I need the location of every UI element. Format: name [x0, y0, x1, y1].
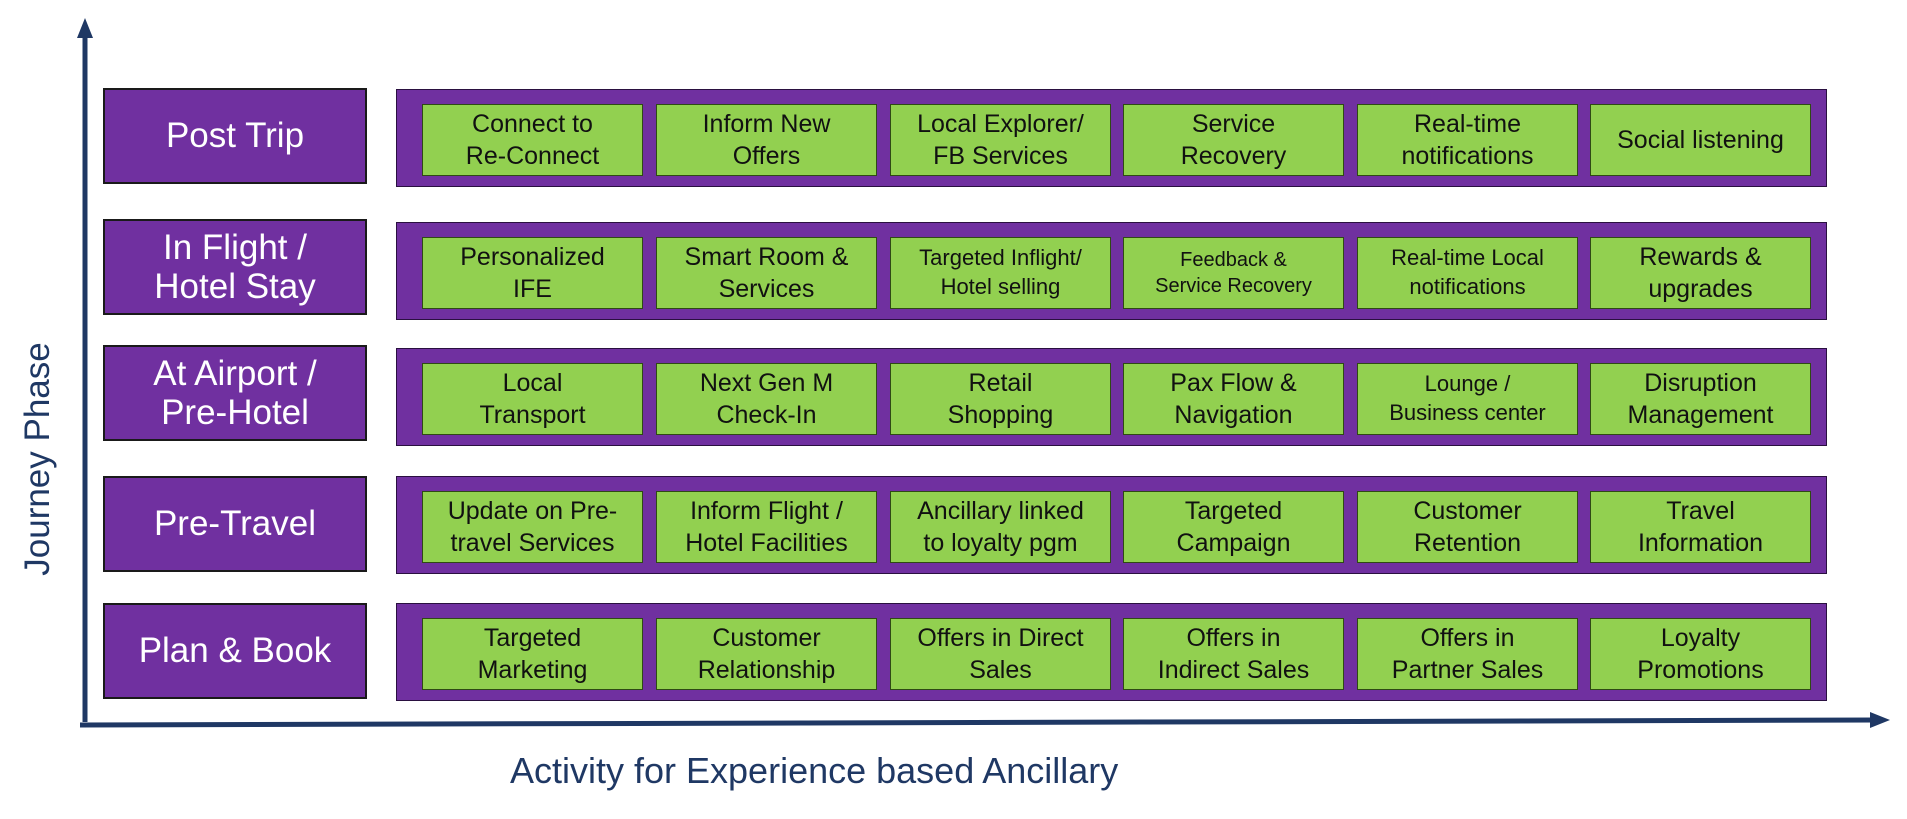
- phase-label: Post Trip: [103, 88, 367, 184]
- activity-box: Offers in Indirect Sales: [1123, 618, 1344, 690]
- activity-box: Lounge / Business center: [1357, 363, 1578, 435]
- activity-box: Loyalty Promotions: [1590, 618, 1811, 690]
- activity-box: Rewards & upgrades: [1590, 237, 1811, 309]
- x-axis-label: Activity for Experience based Ancillary: [510, 750, 1119, 791]
- phase-label: Plan & Book: [103, 603, 367, 699]
- activity-box: Targeted Campaign: [1123, 491, 1344, 563]
- activity-box: Real-time notifications: [1357, 104, 1578, 176]
- y-axis-label: Journey Phase: [18, 342, 57, 576]
- x-axis-arrowhead: [1870, 712, 1890, 728]
- phase-label: In Flight / Hotel Stay: [103, 219, 367, 315]
- activity-box: Social listening: [1590, 104, 1811, 176]
- activity-box: Inform New Offers: [656, 104, 877, 176]
- activity-box: Customer Relationship: [656, 618, 877, 690]
- activity-box: Targeted Inflight/ Hotel selling: [890, 237, 1111, 309]
- activity-box: Offers in Partner Sales: [1357, 618, 1578, 690]
- activity-box: Customer Retention: [1357, 491, 1578, 563]
- activity-box: Travel Information: [1590, 491, 1811, 563]
- activity-box: Local Transport: [422, 363, 643, 435]
- activity-box: Update on Pre- travel Services: [422, 491, 643, 563]
- activity-box: Disruption Management: [1590, 363, 1811, 435]
- phase-label: Pre-Travel: [103, 476, 367, 572]
- activity-box: Targeted Marketing: [422, 618, 643, 690]
- activity-box: Connect to Re-Connect: [422, 104, 643, 176]
- activity-box: Next Gen M Check-In: [656, 363, 877, 435]
- activity-box: Local Explorer/ FB Services: [890, 104, 1111, 176]
- y-axis-arrowhead: [77, 18, 93, 38]
- activity-box: Inform Flight / Hotel Facilities: [656, 491, 877, 563]
- activity-box: Ancillary linked to loyalty pgm: [890, 491, 1111, 563]
- x-axis-line: [79, 717, 1879, 728]
- activity-box: Real-time Local notifications: [1357, 237, 1578, 309]
- activity-box: Feedback & Service Recovery: [1123, 237, 1344, 309]
- activity-box: Offers in Direct Sales: [890, 618, 1111, 690]
- activity-box: Smart Room & Services: [656, 237, 877, 309]
- activity-box: Service Recovery: [1123, 104, 1344, 176]
- phase-label: At Airport / Pre-Hotel: [103, 345, 367, 441]
- activity-box: Personalized IFE: [422, 237, 643, 309]
- activity-box: Pax Flow & Navigation: [1123, 363, 1344, 435]
- activity-box: Retail Shopping: [890, 363, 1111, 435]
